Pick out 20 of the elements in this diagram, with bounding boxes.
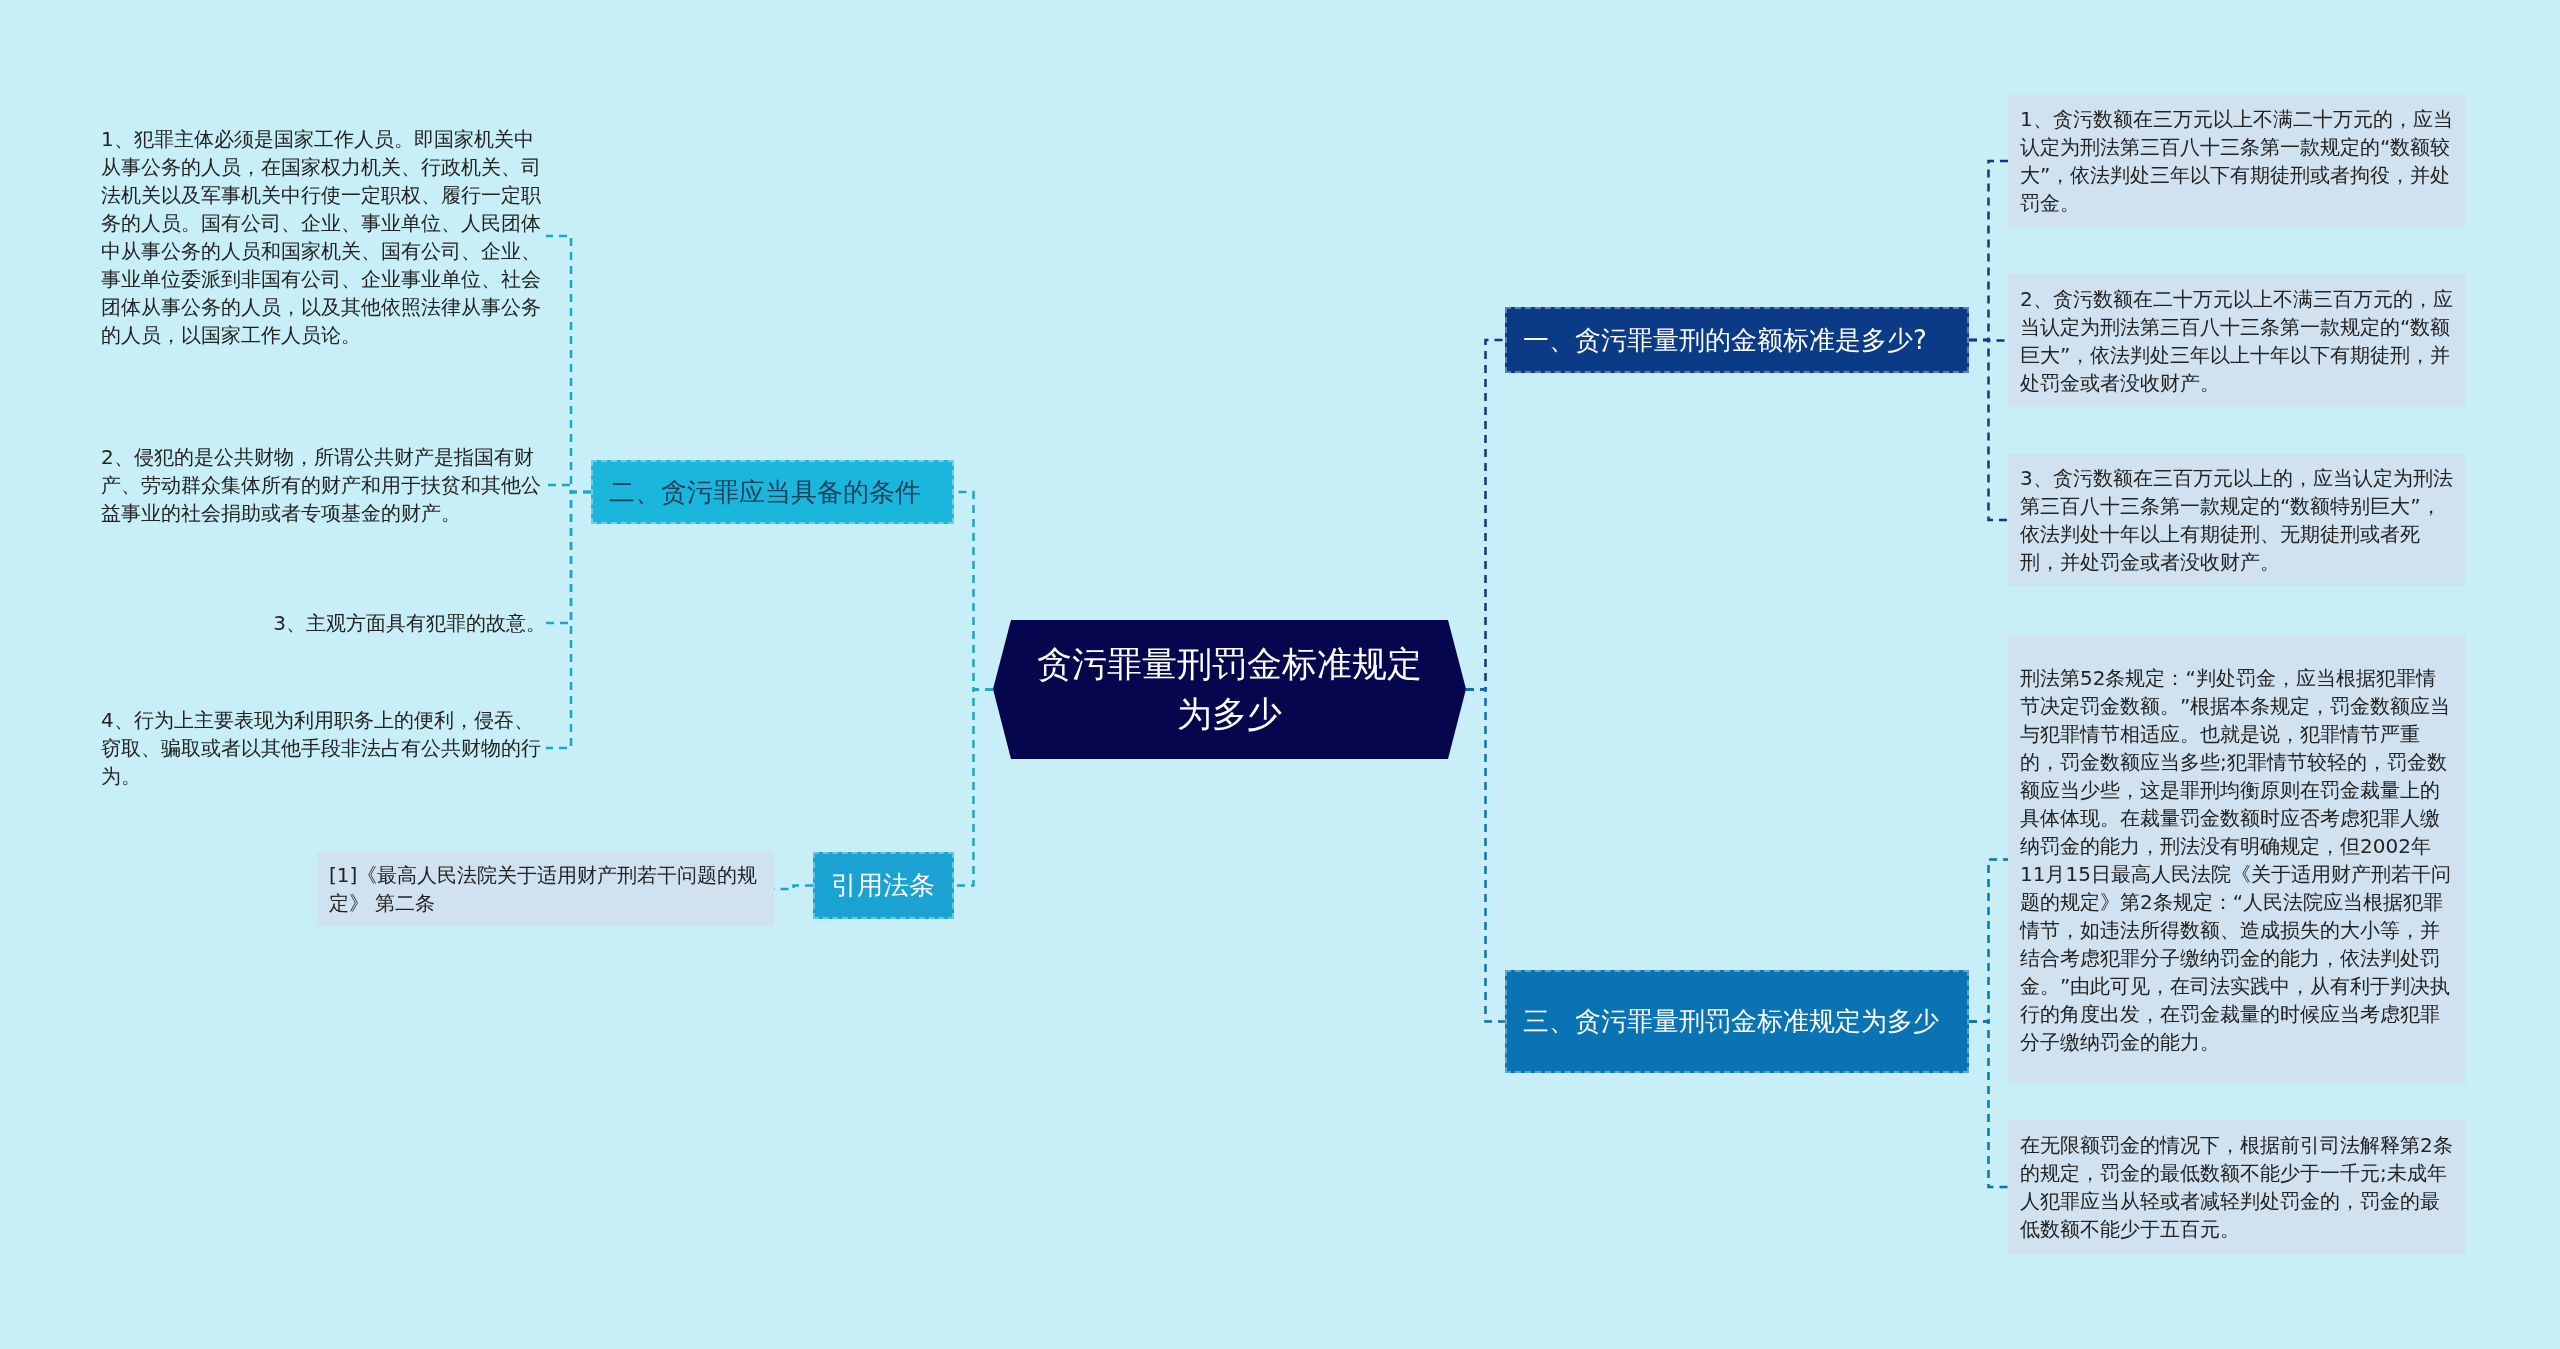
connector-line bbox=[546, 490, 591, 750]
leaf-text: 4、行为上主要表现为利用职务上的便利，侵吞、窃取、骗取或者以其他手段非法占有公共财物的行为。 bbox=[101, 700, 546, 796]
connector-line bbox=[1969, 1020, 2008, 1189]
leaf-note: 2、贪污数额在二十万元以上不满三百万元的，应当认定为刑法第三百八十三条第一款规定的“数额巨大”，依法判处三年以上十年以下有期徒刑，并处罚金或者没收财产。 bbox=[2008, 274, 2466, 407]
leaf-text: 3、主观方面具有犯罪的故意。 bbox=[101, 604, 546, 642]
leaf-note: [1]《最高人民法院关于适用财产刑若干问题的规定》 第二条 bbox=[317, 852, 774, 926]
leaf-text: 2、侵犯的是公共财物，所谓公共财产是指国有财产、劳动群众集体所有的财产和用于扶贫和其他公益事业的社会捐助或者专项基金的财产。 bbox=[101, 426, 546, 544]
branch-topic: 一、贪污罪量刑的金额标准是多少? bbox=[1505, 307, 1969, 373]
leaf-note: 3、贪污数额在三百万元以上的，应当认定为刑法第三百八十三条第一款规定的“数额特别巨大”，依法判处十年以上有期徒刑、无期徒刑或者死刑，并处罚金或者没收财产。 bbox=[2008, 454, 2466, 586]
branch-topic: 二、贪污罪应当具备的条件 bbox=[591, 460, 954, 524]
central-topic: 贪污罪量刑罚金标准规定为多少 bbox=[993, 620, 1466, 759]
leaf-note: 1、贪污数额在三万元以上不满二十万元的，应当认定为刑法第三百八十三条第一款规定的“数额较大”，依法判处三年以下有期徒刑或者拘役，并处罚金。 bbox=[2008, 95, 2466, 227]
branch-topic: 引用法条 bbox=[813, 852, 954, 919]
leaf-note: 在无限额罚金的情况下，根据前引司法解释第2条的规定，罚金的最低数额不能少于一千元;未成年人犯罪应当从轻或者减轻判处罚金的，罚金的最低数额不能少于五百元。 bbox=[2008, 1120, 2466, 1254]
leaf-note: 刑法第52条规定：“判处罚金，应当根据犯罪情节决定罚金数额。”根据本条规定，罚金数额应当与犯罪情节相适应。也就是说，犯罪情节严重的，罚金数额应当多些;犯罪情节较轻的，罚金数额应当少些，这是罪刑均衡原则在罚金裁量上的具体体现。在裁量罚金数额时应否考虑犯罪人缴纳罚金的能力，刑法没有明确规定，但2002年11月15日最高人民法院《关于适用财产刑若干问题的规定》第2条规定：“人民法院应当根据犯罪情节，如违法所得数额、造成损失的大小等，并结合考虑犯罪分子缴纳罚金的能力，依法判处罚金。”由此可见，在司法实践中，从有利于判决执行的角度出发，在罚金裁量的时候应当考虑犯罪分子缴纳罚金的能力。 bbox=[2008, 635, 2466, 1084]
connector-line bbox=[1466, 688, 1505, 1023]
branch-topic: 三、贪污罪量刑罚金标准规定为多少 bbox=[1505, 970, 1969, 1073]
connector-line bbox=[1969, 338, 2008, 522]
connector-line bbox=[954, 688, 993, 887]
leaf-text: 1、犯罪主体必须是国家工作人员。即国家机关中从事公务的人员，在国家权力机关、行政机关、司法机关以及军事机关中行使一定职权、履行一定职务的人员。国有公司、企业、事业单位、人民团体中从事公务的人员和国家机关、国有公司、企业、事业单位委派到非国有公司、企业事业单位、社会团体从事公务的人员，以及其他依照法律从事公务的人员，以国家工作人员论。 bbox=[101, 106, 546, 368]
